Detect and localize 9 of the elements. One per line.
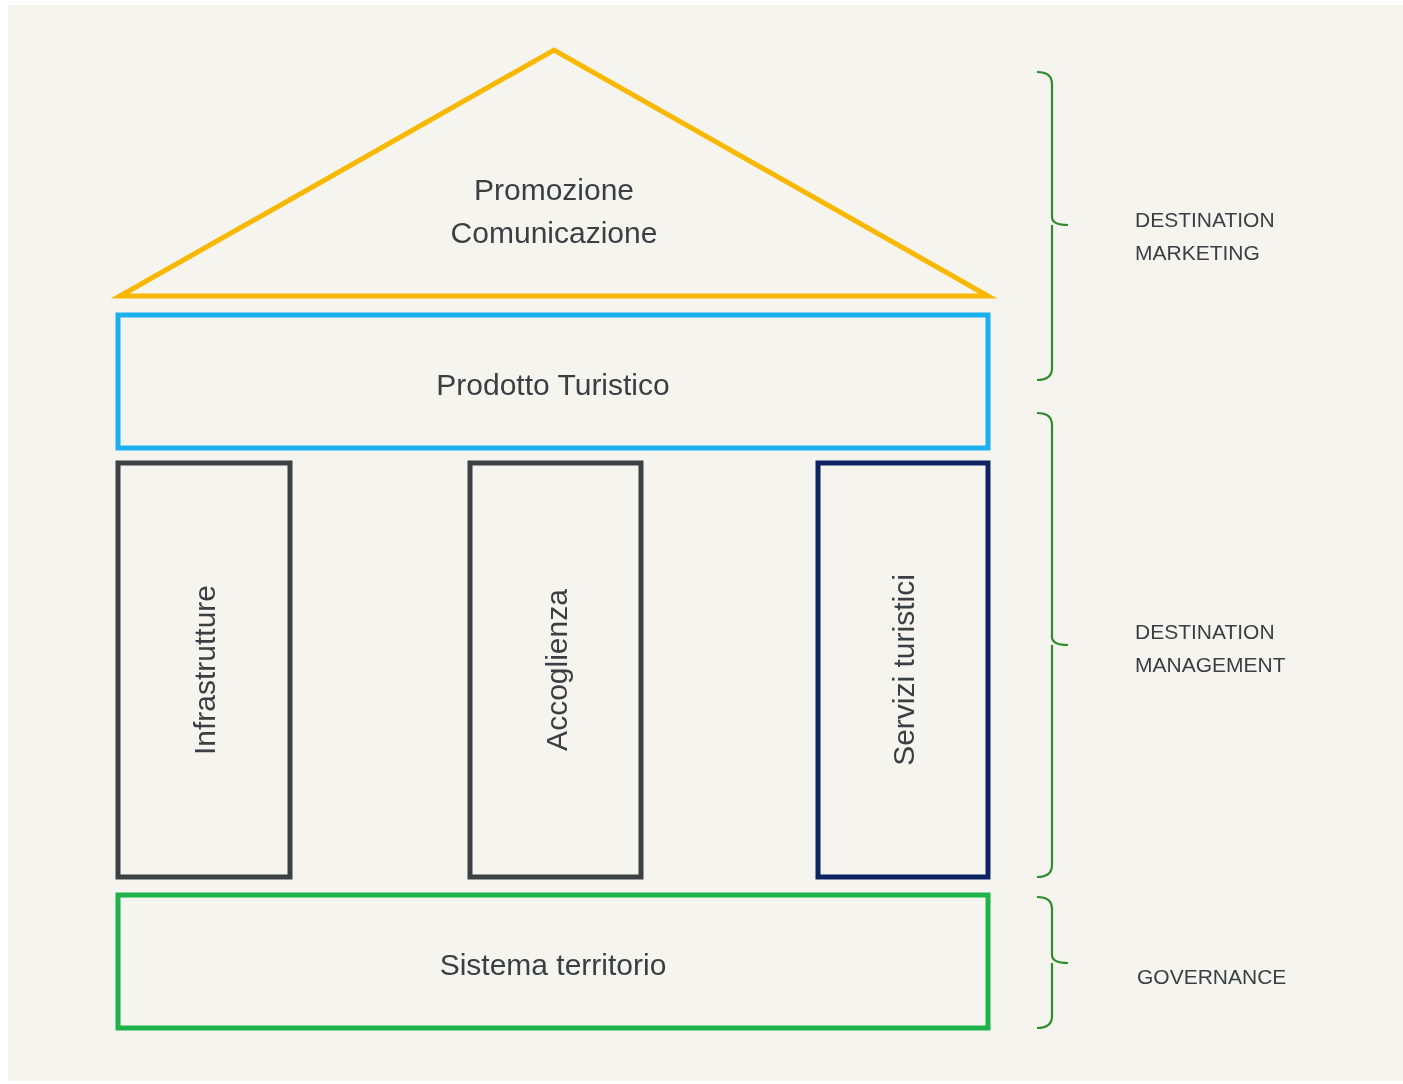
- node-label: Servizi turistici: [885, 574, 921, 766]
- section-label: DESTINATION MARKETING: [1135, 207, 1276, 266]
- node-label: Prodotto Turistico: [435, 367, 671, 403]
- section-label: GOVERNANCE: [1137, 964, 1288, 990]
- node-label: Sistema territorio: [438, 947, 668, 983]
- node-label: Infrastrutture: [186, 584, 222, 756]
- node-label: Promozione Comunicazione: [449, 172, 659, 251]
- section-label: DESTINATION MANAGEMENT: [1135, 619, 1287, 678]
- node-label: Accoglienza: [538, 589, 574, 751]
